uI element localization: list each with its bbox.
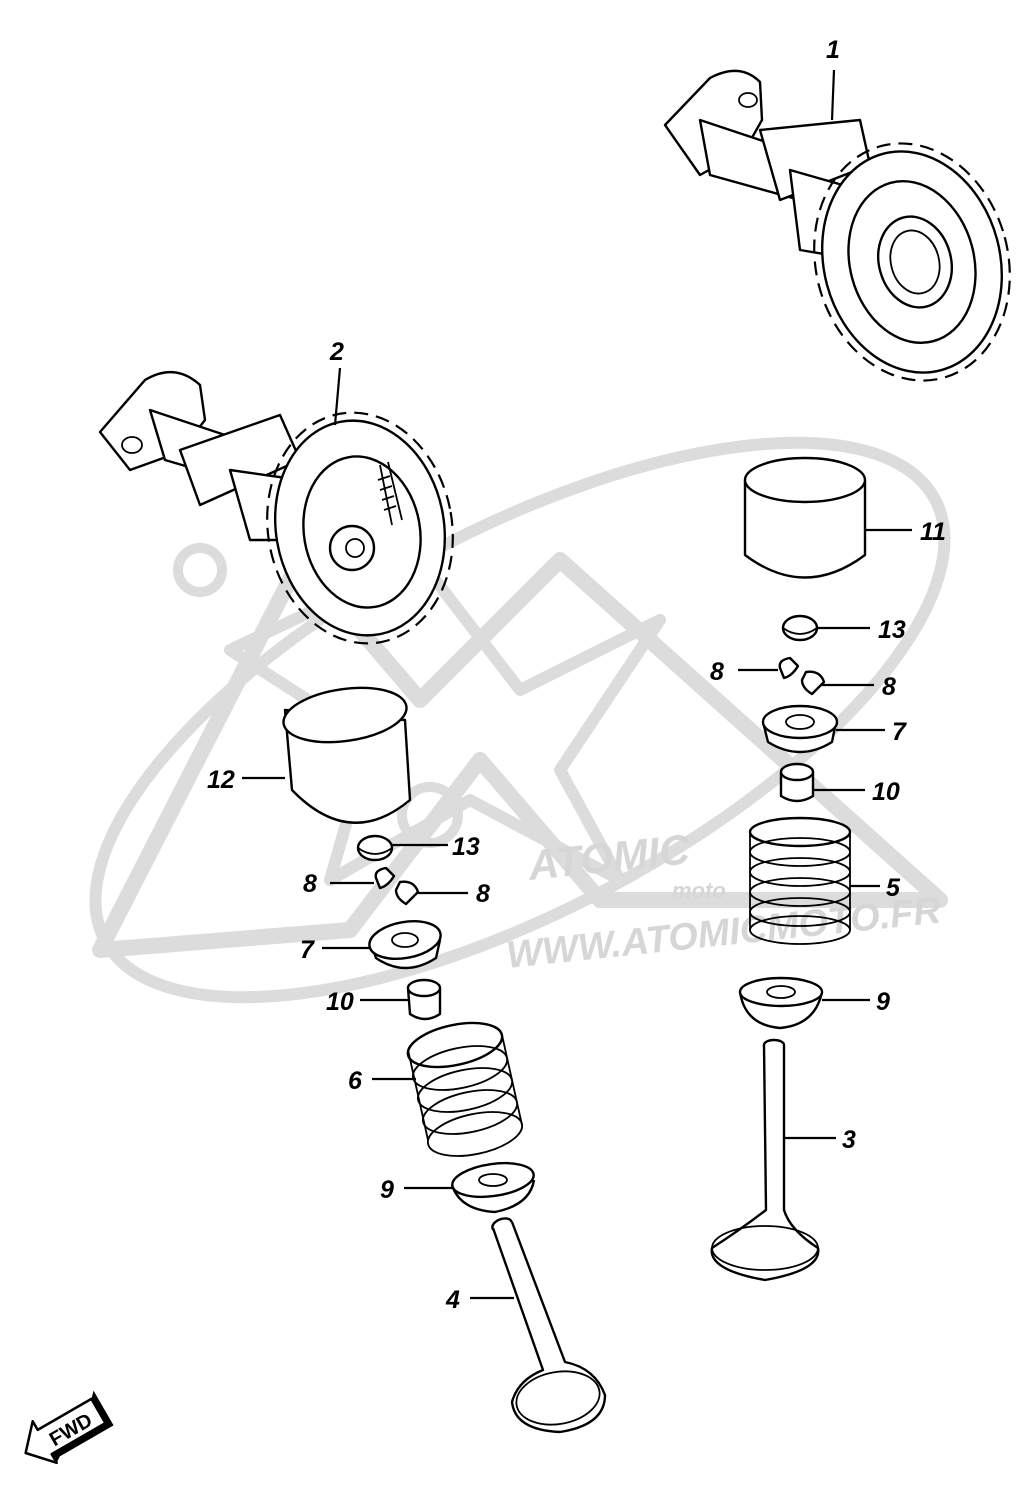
callout-labels: 1 2 11 12 13 13 8 8 8 8 7 7 10 10 5 6 9 … [207,36,946,1314]
callout-10-left: 10 [326,988,354,1016]
callout-8-right-a: 8 [710,658,724,686]
fwd-arrow: FWD [24,1390,114,1465]
shim-13-right-drawing [781,614,819,642]
callout-10-right: 10 [872,778,900,806]
tappet-11-drawing [743,456,867,579]
callout-8-left-a: 8 [303,870,317,898]
retainer-7-left-drawing [368,920,442,970]
seal-10-left-drawing [406,978,442,1021]
callout-4: 4 [445,1286,460,1314]
valve-3-drawing [710,1038,820,1282]
cotters-8-left-drawing [374,866,420,906]
seal-10-right-drawing [779,762,815,803]
callout-11: 11 [920,518,946,546]
valve-4-drawing [491,1217,607,1434]
callout-2: 2 [329,338,344,366]
callout-12: 12 [207,766,235,794]
callout-9-right: 9 [876,988,890,1016]
retainer-7-right-drawing [761,704,839,754]
spring-5-drawing [748,816,852,945]
callout-8-left-b: 8 [476,880,490,908]
callout-1: 1 [826,36,840,64]
tappet-12-drawing [282,686,412,824]
seat-9-right-drawing [738,976,824,1030]
spring-6-drawing [406,1021,524,1157]
callout-5: 5 [886,874,901,902]
camshaft-1-drawing [663,69,1011,382]
callout-8-right-b: 8 [882,673,896,701]
callout-13-left: 13 [452,833,480,861]
callout-7-left: 7 [300,936,315,964]
callout-13-right: 13 [878,616,906,644]
cotters-8-right-drawing [778,656,826,696]
watermark-tagline: moto [672,878,726,903]
seat-9-left-drawing [450,1161,536,1214]
shim-13-left-drawing [356,834,394,862]
callout-3: 3 [842,1126,856,1154]
leader-lines [242,69,912,1300]
camshaft-2-drawing [98,370,454,645]
callout-9-left: 9 [380,1176,394,1204]
callout-6: 6 [348,1067,363,1095]
callout-7-right: 7 [892,718,907,746]
